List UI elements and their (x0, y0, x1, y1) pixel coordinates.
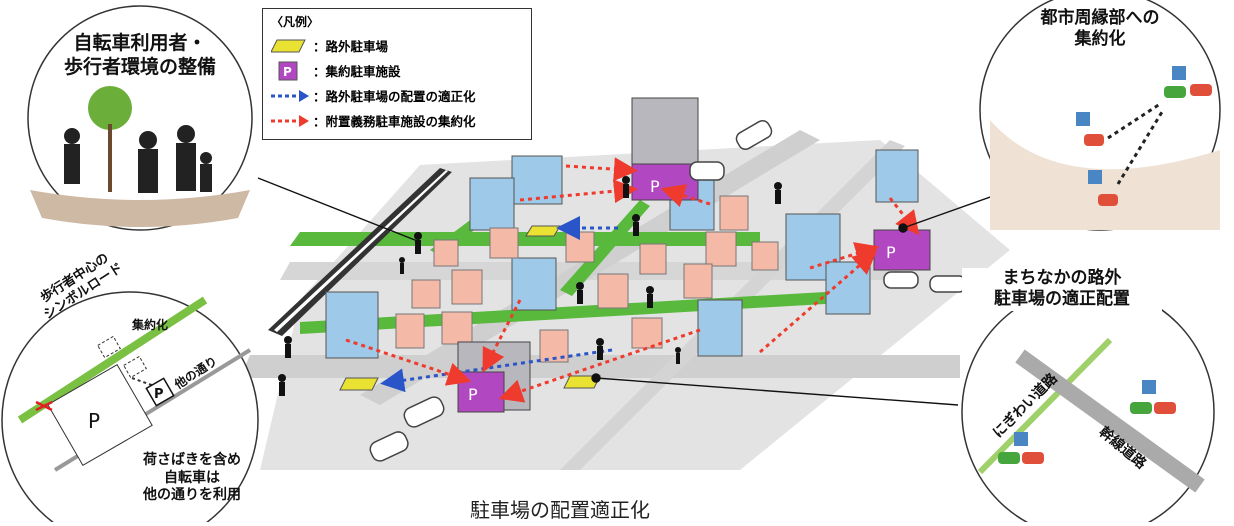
surface-parking-icon (271, 36, 313, 56)
red-arrows (345, 157, 920, 403)
periphery-circle (979, 0, 1221, 231)
red-dotted-arrow-icon (271, 111, 313, 131)
parking-structure-icon: P (271, 61, 313, 81)
roads-circle (961, 285, 1215, 526)
symbol-road-circle: P P (1, 291, 259, 526)
legend-item-red-arrow: ：附置義務駐車施設の集約化 (271, 108, 523, 133)
legend: 〈凡例〉 ：路外駐車場 P ：集約駐車施設 ：路外駐車場の配置の適正化 ：附置義… (262, 8, 532, 140)
pedestrian-label-line2: 歩行者環境の整備 (63, 55, 216, 78)
consolidate-label: 集約化 (132, 318, 169, 332)
legend-title: 〈凡例〉 (271, 15, 320, 29)
periphery-label-line2: 集約化 (1074, 29, 1126, 50)
legend-label: ：路外駐車場の配置の適正化 (313, 89, 476, 104)
svg-text:P: P (650, 177, 660, 196)
downtown-label: まちなかの路外 駐車場の適正配置 (962, 268, 1162, 311)
legend-label: ：附置義務駐車施設の集約化 (313, 114, 476, 129)
loading-label: 荷さばきを含め 自転車は 他の通りを利用 (112, 452, 272, 505)
svg-text:P: P (88, 409, 100, 433)
legend-item-surface-parking: ：路外駐車場 (271, 33, 523, 58)
pedestrians (278, 176, 782, 396)
pedestrian-label-line1: 自転車利用者・ (73, 32, 207, 54)
loading-label-line1: 荷さばきを含め (143, 452, 241, 468)
svg-text:P: P (154, 387, 164, 402)
pedestrian-circle (27, 5, 253, 231)
diagram-caption: 駐車場の配置適正化 (470, 498, 650, 522)
downtown-label-line2: 駐車場の適正配置 (994, 289, 1130, 310)
blue-buildings (325, 149, 919, 359)
loading-label-line2: 自転車は (164, 469, 220, 486)
legend-item-blue-arrow: ：路外駐車場の配置の適正化 (271, 83, 523, 108)
periphery-label-line1: 都市周縁部への (1040, 8, 1160, 28)
cars (369, 120, 967, 462)
legend-item-parking-structure: P ：集約駐車施設 (271, 58, 523, 83)
legend-label: ：集約駐車施設 (313, 64, 401, 79)
legend-label: ：路外駐車場 (313, 39, 389, 54)
svg-text:P: P (283, 65, 292, 79)
loading-label-line3: 他の通りを利用 (143, 487, 241, 503)
periphery-label: 都市周縁部への 集約化 (1000, 8, 1200, 51)
pedestrian-label: 自転車利用者・ 歩行者環境の整備 (30, 32, 250, 80)
pink-buildings (395, 195, 779, 363)
downtown-label-line1: まちなかの路外 (1002, 268, 1122, 288)
blue-arrows (380, 216, 618, 393)
leader-lines (257, 177, 1039, 406)
surface-lots (339, 225, 601, 391)
svg-text:P: P (468, 385, 478, 404)
blue-dotted-arrow-icon (271, 86, 313, 106)
svg-text:P: P (886, 243, 896, 262)
parking-structures: P P P (457, 97, 931, 413)
green-street (290, 232, 760, 246)
